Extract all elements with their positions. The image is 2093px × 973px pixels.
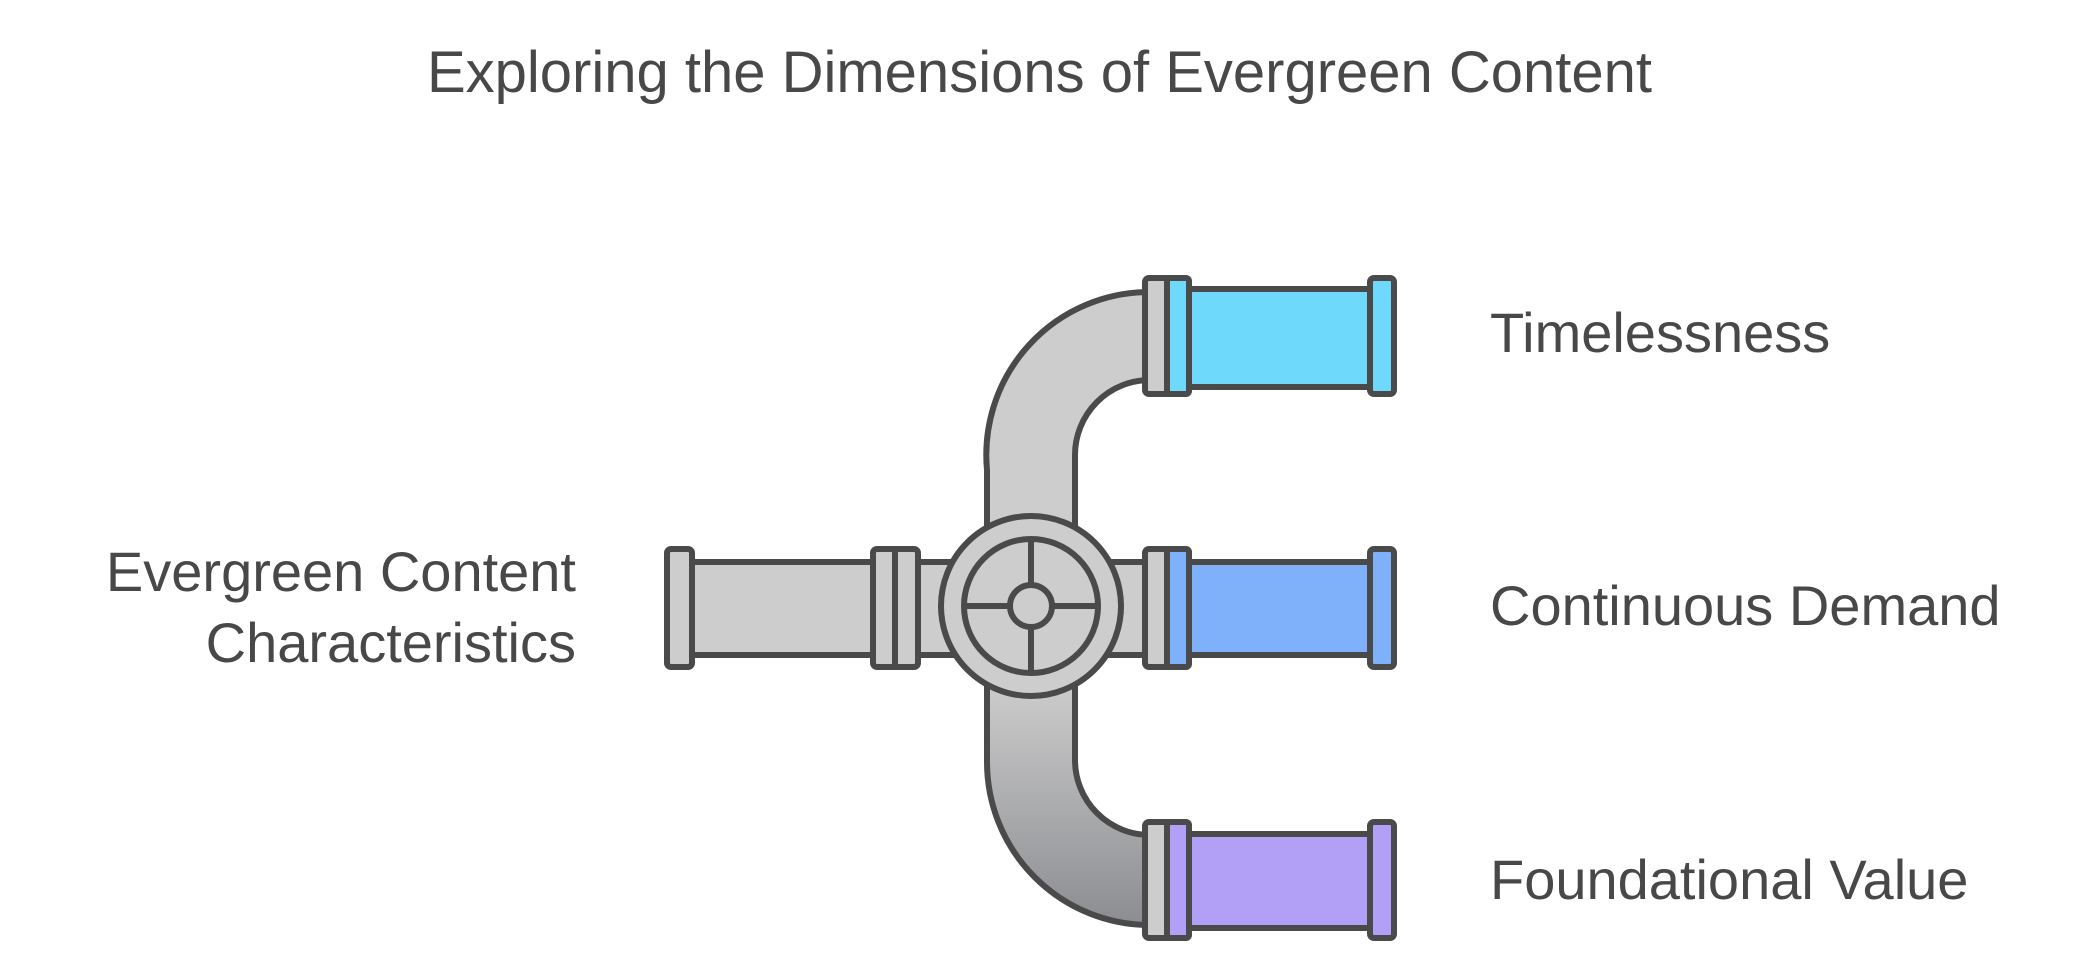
- output-pipe-1-cap: [1367, 275, 1397, 397]
- output-pipe-3-cap: [1367, 819, 1397, 941]
- output-pipe-2: [1182, 559, 1378, 658]
- output-pipe-3: [1182, 831, 1378, 931]
- source-label: Evergreen Content Characteristics: [40, 536, 576, 678]
- input-pipe-cap: [664, 546, 695, 670]
- output-label-foundational-value: Foundational Value: [1490, 848, 1969, 911]
- output-pipe-2-collar: [1164, 546, 1192, 670]
- output-label-continuous-demand: Continuous Demand: [1490, 574, 2001, 637]
- output-label-timelessness: Timelessness: [1490, 301, 1831, 364]
- diagram-title: Exploring the Dimensions of Evergreen Co…: [426, 40, 1653, 105]
- upper-bend-pipe: [983, 288, 1153, 533]
- source-label-line-2: Characteristics: [205, 611, 576, 674]
- output-pipe-1: [1182, 286, 1378, 390]
- output-pipe-1-collar: [1164, 275, 1192, 397]
- output-pipe-2-cap: [1367, 546, 1397, 670]
- valve-wheel-icon: [938, 513, 1124, 699]
- lower-bend-pipe: [984, 677, 1153, 928]
- output-pipe-3-collar: [1164, 819, 1192, 941]
- source-label-line-1: Evergreen Content: [105, 540, 576, 603]
